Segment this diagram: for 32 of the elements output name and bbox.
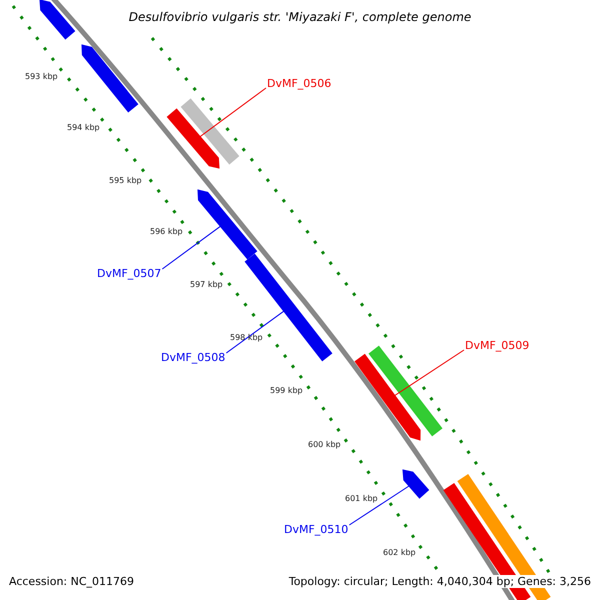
gene-feature (39, 0, 76, 40)
gene-feature (180, 98, 240, 165)
gene-feature (368, 346, 442, 436)
position-label: 593 kbp (25, 72, 58, 81)
gene-feature (402, 469, 430, 499)
gene-feature (354, 354, 421, 441)
position-label: 601 kbp (345, 494, 378, 503)
title: Desulfovibrio vulgaris str. 'Miyazaki F', complete genome (128, 10, 472, 24)
gene-feature (197, 189, 258, 260)
gene-label: DvMF_0510 (284, 523, 348, 536)
leader-line (394, 350, 464, 396)
leader-line (162, 226, 221, 270)
gene-label: DvMF_0509 (465, 339, 530, 352)
leader-line (348, 486, 410, 526)
accession-note: Accession: NC_011769 (9, 575, 134, 588)
position-label: 597 kbp (190, 280, 223, 289)
gene-label: DvMF_0506 (267, 77, 332, 90)
position-label: 594 kbp (67, 123, 100, 132)
gene-feature (244, 254, 332, 362)
position-label: 600 kbp (308, 440, 341, 449)
position-label: 602 kbp (383, 548, 416, 557)
leader-line (200, 88, 266, 138)
gene-feature (166, 108, 220, 169)
position-label: 598 kbp (230, 333, 263, 342)
position-label: 595 kbp (109, 176, 142, 185)
gene-feature (81, 44, 138, 112)
position-label: 596 kbp (150, 227, 183, 236)
gene-label: DvMF_0508 (161, 351, 226, 364)
position-label: 599 kbp (270, 386, 303, 395)
genome-summary: Topology: circular; Length: 4,040,304 bp; Genes: 3,256 (288, 575, 591, 588)
leader-line (226, 310, 284, 354)
gene-label: DvMF_0507 (97, 267, 162, 280)
